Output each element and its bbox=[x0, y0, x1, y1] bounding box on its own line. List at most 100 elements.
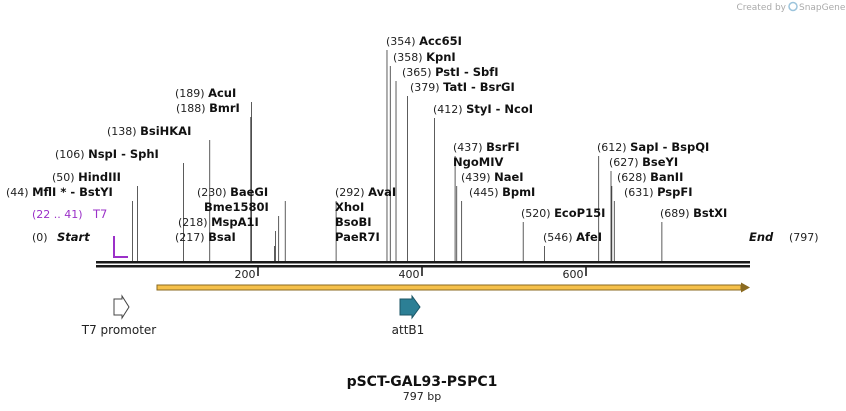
site-label-bpmi[interactable]: (445) BpmI bbox=[469, 185, 535, 199]
site-name: BsaI bbox=[208, 230, 236, 244]
start-position: (0) bbox=[32, 231, 48, 244]
site-position: (520) bbox=[521, 207, 554, 220]
site-label-bseyi[interactable]: (627) BseYI bbox=[609, 155, 678, 169]
site-position: (379) bbox=[410, 81, 443, 94]
site-label-ngomiv[interactable]: NgoMIV bbox=[453, 155, 503, 169]
site-label-bsobi[interactable]: BsoBI bbox=[335, 215, 372, 229]
site-position: (631) bbox=[624, 186, 657, 199]
site-label-styi[interactable]: (412) StyI - NcoI bbox=[433, 102, 533, 116]
site-label-acc65i[interactable]: (354) Acc65I bbox=[386, 34, 462, 48]
site-name: BaeGI bbox=[230, 185, 268, 199]
site-position: (354) bbox=[386, 35, 419, 48]
site-position: (365) bbox=[402, 66, 435, 79]
t7-name: T7 bbox=[92, 207, 107, 221]
end-position: (797) bbox=[789, 231, 819, 244]
site-name: NspI bbox=[88, 147, 117, 161]
site-label-ecop15i[interactable]: (520) EcoP15I bbox=[521, 206, 605, 220]
tick-label-200: 200 bbox=[235, 268, 256, 281]
feature-t7-promoter[interactable]: T7 promoter bbox=[81, 294, 157, 337]
site-label-bsai[interactable]: (217) BsaI bbox=[175, 230, 236, 244]
site-position: (188) bbox=[176, 102, 209, 115]
site-name: BsoBI bbox=[335, 215, 372, 229]
site-position: (689) bbox=[660, 207, 693, 220]
site-name-alt: - BspQI bbox=[659, 140, 710, 154]
site-label-tati[interactable]: (379) TatI - BsrGI bbox=[410, 80, 515, 94]
backbone-top-strand bbox=[96, 261, 750, 264]
feature-label-t7-promoter: T7 promoter bbox=[81, 323, 157, 337]
site-name: SapI bbox=[630, 140, 659, 154]
site-position: (358) bbox=[393, 51, 426, 64]
site-label-baegi[interactable]: (230) BaeGI bbox=[197, 185, 268, 199]
site-label-hindiii[interactable]: (50) HindIII bbox=[52, 170, 121, 184]
outline-arrow-icon bbox=[113, 294, 130, 320]
site-label-bstxi[interactable]: (689) BstXI bbox=[660, 206, 727, 220]
site-name: AfeI bbox=[576, 230, 602, 244]
site-label-bsihkai[interactable]: (138) BsiHKAI bbox=[107, 124, 191, 138]
site-name: BpmI bbox=[502, 185, 535, 199]
site-label-psti[interactable]: (365) PstI - SbfI bbox=[402, 65, 499, 79]
site-name: Acc65I bbox=[419, 34, 462, 48]
site-label-bsrfi[interactable]: (437) BsrFI bbox=[453, 140, 520, 154]
site-position: (292) bbox=[335, 186, 368, 199]
site-label-mspa1i[interactable]: (218) MspA1I bbox=[178, 215, 259, 229]
site-name: Bme1580I bbox=[204, 200, 269, 214]
site-name: KpnI bbox=[426, 50, 456, 64]
site-name: NaeI bbox=[494, 170, 523, 184]
site-position: (445) bbox=[469, 186, 502, 199]
credit-brand: SnapGene bbox=[799, 3, 846, 13]
site-position: (138) bbox=[107, 125, 140, 138]
site-label-acui[interactable]: (189) AcuI bbox=[175, 86, 236, 100]
site-name: BmrI bbox=[209, 101, 240, 115]
site-label-paer7i[interactable]: PaeR7I bbox=[335, 230, 380, 244]
site-name: PaeR7I bbox=[335, 230, 380, 244]
site-name: PspFI bbox=[657, 185, 692, 199]
start-label: Start bbox=[57, 230, 90, 244]
tick-label-600: 600 bbox=[563, 268, 584, 281]
site-position: (217) bbox=[175, 231, 208, 244]
site-position: (218) bbox=[178, 216, 211, 229]
site-name-alt: - BstYI bbox=[66, 185, 113, 199]
feature-attb1[interactable]: attB1 bbox=[392, 294, 425, 337]
site-label-kpni[interactable]: (358) KpnI bbox=[393, 50, 456, 64]
site-label-naei[interactable]: (439) NaeI bbox=[461, 170, 524, 184]
site-name: XhoI bbox=[335, 200, 364, 214]
site-label-bme1580i[interactable]: Bme1580I bbox=[204, 200, 269, 214]
site-label-nspi[interactable]: (106) NspI - SphI bbox=[55, 147, 159, 161]
t7-marker[interactable]: (22 .. 41) T7 bbox=[32, 207, 128, 258]
site-label-xhoi[interactable]: XhoI bbox=[335, 200, 364, 214]
site-position: (50) bbox=[52, 171, 78, 184]
site-position: (44) bbox=[6, 186, 32, 199]
credit-prefix: Created by bbox=[736, 3, 786, 13]
map-title: pSCT-GAL93-PSPC1 bbox=[347, 374, 498, 390]
site-name-alt: - NcoI bbox=[492, 102, 533, 116]
site-label-bmri[interactable]: (188) BmrI bbox=[176, 101, 240, 115]
site-name: BstXI bbox=[693, 206, 727, 220]
site-label-banii[interactable]: (628) BanII bbox=[617, 170, 683, 184]
t7-range: (22 .. 41) bbox=[32, 208, 83, 221]
feature-label-attb1: attB1 bbox=[392, 323, 425, 337]
site-name: HindIII bbox=[78, 170, 121, 184]
orf-bar-body bbox=[156, 284, 742, 291]
site-name: MspA1I bbox=[211, 215, 259, 229]
orf-bar[interactable] bbox=[156, 282, 750, 293]
site-position: (612) bbox=[597, 141, 630, 154]
site-position: (627) bbox=[609, 156, 642, 169]
site-position: (412) bbox=[433, 103, 466, 116]
map-subtitle: 797 bp bbox=[403, 390, 441, 403]
site-label-avai[interactable]: (292) AvaI bbox=[335, 185, 396, 199]
site-name: BanII bbox=[650, 170, 683, 184]
site-name: BsrFI bbox=[486, 140, 519, 154]
site-name-alt: - SphI bbox=[117, 147, 159, 161]
site-label-sapi[interactable]: (612) SapI - BspQI bbox=[597, 140, 709, 154]
site-position: (546) bbox=[543, 231, 576, 244]
site-name: PstI bbox=[435, 65, 460, 79]
site-label-afei[interactable]: (546) AfeI bbox=[543, 230, 602, 244]
end-label: End bbox=[749, 230, 774, 244]
site-name: EcoP15I bbox=[554, 206, 605, 220]
site-label-pspfi[interactable]: (631) PspFI bbox=[624, 185, 693, 199]
teal-arrow-icon bbox=[399, 294, 421, 320]
site-position: (628) bbox=[617, 171, 650, 184]
site-position: (437) bbox=[453, 141, 486, 154]
site-label-mfli-[interactable]: (44) MflI * - BstYI bbox=[6, 185, 113, 199]
